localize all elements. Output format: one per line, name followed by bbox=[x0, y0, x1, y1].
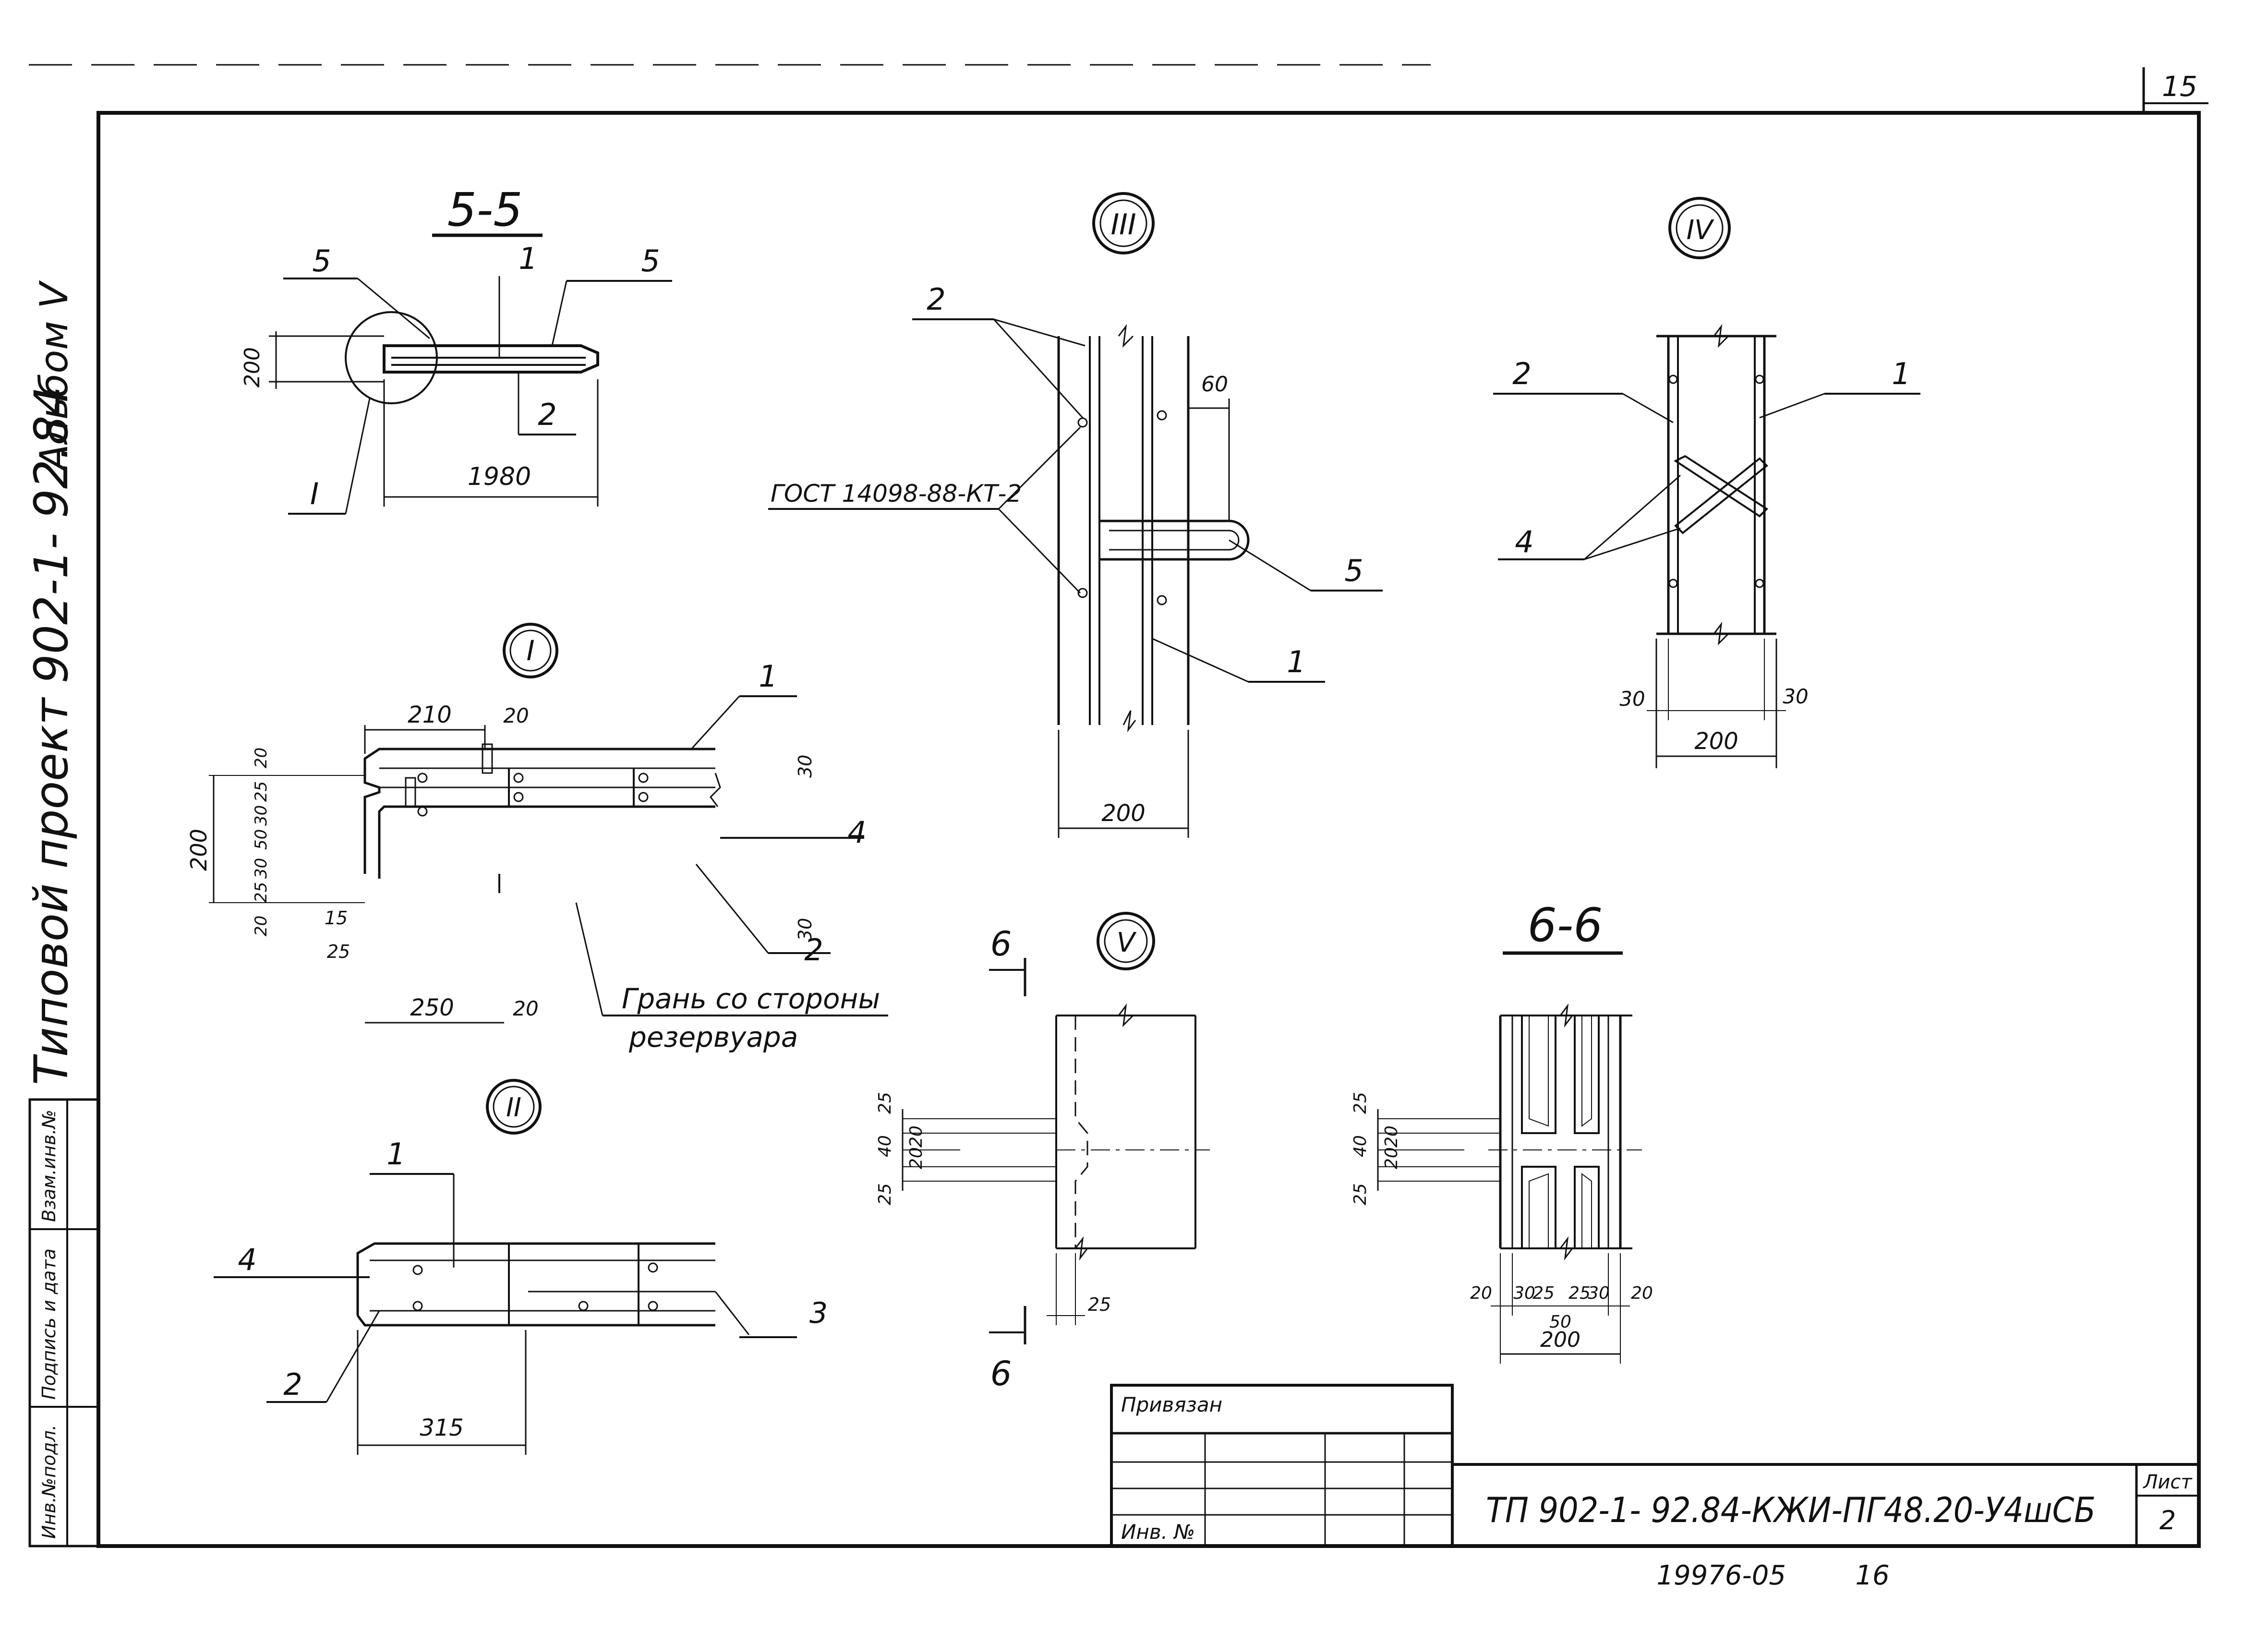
node-III-leader-2: 2 bbox=[927, 282, 945, 317]
node-V-dim-25-width: 25 bbox=[1088, 1294, 1111, 1315]
node-IV-dim-30-right: 30 bbox=[1783, 685, 1808, 708]
s55-leader-5-right: 5 bbox=[641, 243, 660, 278]
s66-dim-20b: 20 bbox=[1382, 1147, 1401, 1169]
node-I-dim-20-bottom: 20 bbox=[513, 997, 538, 1020]
node-I-dim-30a: 30 bbox=[252, 805, 271, 826]
node-I-dim-200: 200 bbox=[186, 829, 212, 871]
s55-dim-length: 1980 bbox=[468, 462, 531, 491]
node-V-dim-20b: 20 bbox=[906, 1147, 926, 1169]
node-II-leader-4: 4 bbox=[238, 1242, 256, 1277]
node-I-dim-210: 210 bbox=[408, 701, 452, 728]
node-I-dim-250: 250 bbox=[410, 994, 454, 1021]
album-label: Альбом V bbox=[32, 280, 76, 473]
section-5-5-title: 5-5 bbox=[447, 183, 523, 237]
s66-dim-50: 50 bbox=[1549, 1312, 1571, 1332]
side-cell-signature-date: Подпись и дата bbox=[38, 1248, 60, 1400]
stamp-inventory-label: Инв. № bbox=[1121, 1520, 1195, 1544]
s55-leader-2: 2 bbox=[538, 397, 556, 432]
page-number: 15 bbox=[2162, 70, 2197, 103]
node-I-leader-2: 2 bbox=[804, 932, 823, 967]
node-V-dim-20a: 20 bbox=[906, 1125, 926, 1148]
s55-leader-1: 1 bbox=[519, 241, 537, 276]
node-IV-leader-4: 4 bbox=[1515, 524, 1533, 559]
node-I-leader-4: 4 bbox=[847, 815, 866, 850]
node-V-title: V bbox=[1117, 927, 1137, 958]
s55-leader-node-I: I bbox=[310, 476, 319, 511]
project-title: Типовой проект 902-1- 92.84 bbox=[24, 386, 78, 1085]
section-6-6: 6-6 25 40 20 20 bbox=[1351, 898, 1653, 1364]
node-IV-leader-1: 1 bbox=[1892, 356, 1910, 391]
s66-dim-30a: 30 bbox=[1513, 1283, 1535, 1303]
node-I-dim-25c: 25 bbox=[327, 941, 350, 962]
node-I-title: I bbox=[526, 634, 534, 667]
section-5-5: 5-5 200 1980 5 1 5 2 I bbox=[240, 183, 672, 515]
node-I-note-line1: Грань со стороны bbox=[622, 982, 880, 1015]
node-I-dim-30-bottom: 30 bbox=[795, 918, 816, 941]
node-II-leader-1: 1 bbox=[386, 1136, 405, 1172]
node-I-leader-1: 1 bbox=[759, 659, 777, 694]
node-II: II 315 1 4 2 3 bbox=[214, 1079, 828, 1455]
side-cell-replaced-inventory: Взам.инв.№ bbox=[38, 1110, 60, 1222]
side-strip: Взам.инв.№ Подпись и дата Инв.№подл. Тип… bbox=[24, 280, 100, 1547]
s66-dim-25-bottom: 25 bbox=[1351, 1183, 1370, 1205]
node-V-dim-25-bottom: 25 bbox=[875, 1183, 895, 1205]
title-block: Привязан Инв. № Лист 2 ТП 902-1- 92.84-К… bbox=[1110, 1384, 2199, 1591]
s66-dim-25-top: 25 bbox=[1351, 1092, 1370, 1114]
node-III-dim-200: 200 bbox=[1101, 800, 1146, 827]
node-I-dim-25b: 25 bbox=[252, 882, 271, 903]
archive-number: 19976-05 bbox=[1656, 1560, 1786, 1591]
stamp-tied-label: Привязан bbox=[1121, 1393, 1222, 1416]
s66-dim-25a: 25 bbox=[1532, 1283, 1555, 1303]
node-I-dim-30-top: 30 bbox=[795, 755, 816, 778]
node-II-leader-2: 2 bbox=[283, 1367, 302, 1402]
node-III: III 200 60 2 ГОСТ 14098-88-КТ-2 5 1 bbox=[768, 192, 1383, 838]
node-V-dim-40: 40 bbox=[875, 1135, 895, 1157]
node-III-gost: ГОСТ 14098-88-КТ-2 bbox=[771, 480, 1022, 508]
node-I-dim-15: 15 bbox=[325, 907, 348, 929]
node-V-cut-top: 6 bbox=[990, 924, 1012, 964]
node-V: V 6 6 25 40 20 20 25 25 bbox=[875, 912, 1210, 1393]
node-II-leader-3: 3 bbox=[809, 1296, 828, 1330]
s66-dim-40: 40 bbox=[1351, 1135, 1370, 1157]
s66-dim-25b: 25 bbox=[1568, 1283, 1591, 1303]
node-I-dim-50: 50 bbox=[252, 829, 271, 850]
node-I-dim-30b: 30 bbox=[252, 858, 271, 879]
section-6-6-title: 6-6 bbox=[1528, 898, 1603, 952]
node-II-dim-315: 315 bbox=[420, 1414, 464, 1441]
node-IV-dim-200: 200 bbox=[1694, 728, 1738, 755]
node-II-title: II bbox=[506, 1092, 521, 1123]
document-designation: ТП 902-1- 92.84-КЖИ-ПГ48.20-У4шСБ bbox=[1486, 1490, 2096, 1530]
s55-leader-5-left: 5 bbox=[312, 243, 331, 278]
s66-dim-20-left: 20 bbox=[1470, 1283, 1492, 1303]
node-I: I 210 20 200 20 25 30 50 30 25 20 bbox=[186, 623, 888, 1053]
node-I-note-line2: резервуара bbox=[628, 1021, 798, 1053]
node-IV-leader-2: 2 bbox=[1512, 356, 1531, 391]
node-III-title: III bbox=[1110, 208, 1136, 242]
node-V-cut-bottom: 6 bbox=[990, 1354, 1012, 1393]
node-III-leader-1: 1 bbox=[1287, 644, 1305, 679]
sheet-label: Лист bbox=[2142, 1471, 2193, 1493]
copy-number: 16 bbox=[1855, 1560, 1889, 1591]
s66-dim-20a: 20 bbox=[1382, 1125, 1401, 1148]
s55-dim-height: 200 bbox=[240, 347, 265, 387]
side-cell-original-inventory: Инв.№подл. bbox=[38, 1425, 60, 1539]
node-III-leader-5: 5 bbox=[1344, 553, 1363, 588]
node-IV-dim-30-left: 30 bbox=[1619, 687, 1645, 711]
node-V-dim-25-top: 25 bbox=[875, 1092, 895, 1114]
node-III-dim-60: 60 bbox=[1201, 372, 1228, 397]
s66-dim-200: 200 bbox=[1540, 1328, 1580, 1352]
node-I-dim-25a: 25 bbox=[252, 781, 271, 802]
node-IV-title: IV bbox=[1687, 215, 1715, 246]
sheet-number: 2 bbox=[2159, 1505, 2176, 1535]
s66-dim-30b: 30 bbox=[1588, 1283, 1610, 1303]
node-I-dim-20b: 20 bbox=[252, 916, 271, 936]
node-IV: IV 2 1 4 30 30 200 bbox=[1493, 197, 1920, 768]
node-I-dim-20-top: 20 bbox=[503, 704, 529, 727]
s66-dim-20-right: 20 bbox=[1631, 1283, 1653, 1303]
node-I-dim-20a: 20 bbox=[252, 748, 271, 768]
